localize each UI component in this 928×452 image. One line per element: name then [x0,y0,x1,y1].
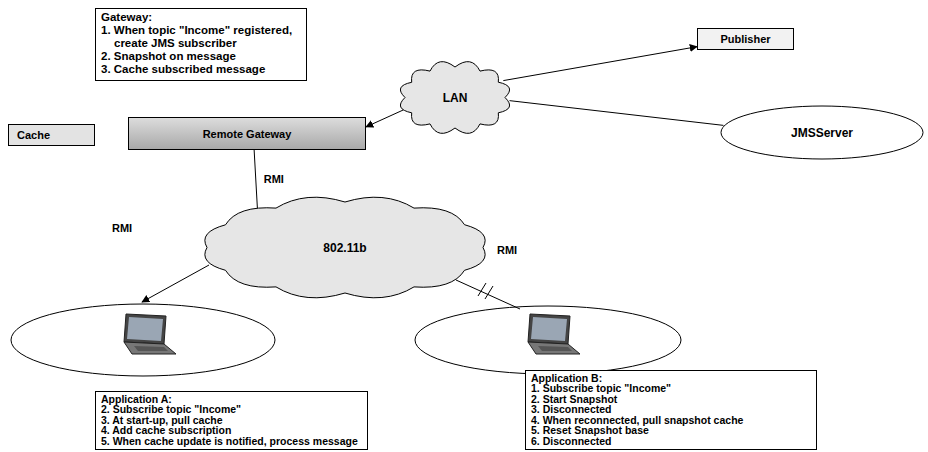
edge-label: RMI [262,173,286,185]
ellipse-shape [721,106,923,159]
list-item: 2. Start Snapshot [531,394,811,405]
list-item: 4. Add cache subscription [101,425,362,436]
protocol-label: RMI [112,222,132,234]
client-ellipse [11,304,275,376]
break-mark [485,286,493,299]
server-ellipse: JMSServer [720,105,924,160]
process-box: Publisher [697,28,794,50]
cloud-shape [400,62,509,134]
network-cloud: 802.11b [200,195,490,300]
cache-box: Cache [8,124,95,146]
break-mark [478,283,486,296]
node-label: 802.11b [323,241,366,255]
list-item: 3. Disconnected [531,404,811,415]
node-label: Cache [17,129,50,141]
protocol-label: RMI [497,244,517,256]
note-heading: Application A: [101,394,362,405]
connector [254,150,257,208]
laptop-icon [528,314,580,354]
list-item: 2. Snapshot on message [101,50,301,63]
note-box: Application B:1. Subscribe topic "Income… [525,370,817,451]
note-box: Gateway:1. When topic "Income" registere… [95,8,307,81]
cloud-shape [205,197,485,298]
list-item: 5. When cache update is notified, proces… [101,436,362,447]
node-label: Publisher [720,33,770,45]
cloud-outline [398,60,512,135]
note-heading: Gateway: [101,11,301,24]
laptop-icon [124,314,176,354]
list-item: 3. At start-up, pull cache [101,415,362,426]
note-box: Application A:2. Subscribe topic "Income… [95,391,368,451]
rmi-link [142,265,209,302]
connector [503,47,697,81]
list-item: 6. Disconnected [531,436,811,447]
list-item: 4. When reconnected, pull snapshot cache [531,415,811,426]
list-item: 1. Subscribe topic "Income" [531,383,811,394]
rmi-link-broken [456,280,520,309]
list-item: 3. Cache subscribed message [101,63,301,76]
node-label: LAN [443,91,468,105]
gateway-box: Remote Gateway [128,117,366,150]
connector [366,110,404,127]
node-label: Remote Gateway [203,128,292,140]
network-cloud: LAN [398,60,512,135]
client-ellipse [415,306,681,374]
list-item: 2. Subscribe topic "Income" [101,404,362,415]
ellipse-outline [720,105,924,160]
node-label: JMSServer [791,126,853,140]
connector [510,101,724,126]
list-item: 1. When topic "Income" registered, creat… [101,24,301,50]
note-heading: Application B: [531,373,811,384]
cloud-outline [200,195,490,300]
list-item: 5. Reset Snapshot base [531,425,811,436]
